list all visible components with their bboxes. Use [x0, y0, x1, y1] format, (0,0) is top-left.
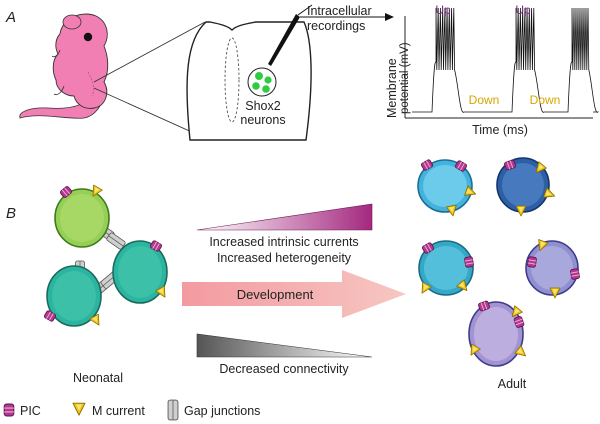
- adult-cells: [417, 157, 581, 367]
- decrease-label: Decreased connectivity: [219, 362, 349, 376]
- adult-cell-3: [417, 240, 475, 297]
- membrane-potential-trace: [404, 7, 599, 119]
- legend-m-current-icon: [72, 402, 86, 416]
- trace-ylabel-line2: potential (mV): [399, 42, 411, 114]
- neonatal-network: [43, 184, 170, 329]
- neonatal-label: Neonatal: [73, 371, 123, 385]
- panel-a-letter: A: [5, 9, 16, 26]
- pic-icon: [569, 267, 581, 281]
- down-label-2: Down: [530, 93, 561, 107]
- pic-icon: [463, 255, 475, 269]
- recording-label-line2: recordings: [307, 19, 365, 33]
- adult-label: Adult: [498, 377, 527, 391]
- adult-cell-2: [496, 157, 557, 217]
- recording-label-line1: Intracellular: [307, 4, 372, 18]
- legend-pic-icon: [3, 403, 15, 417]
- neurons-label-line1: Shox2: [245, 99, 280, 113]
- increase-label-line1: Increased intrinsic currents: [209, 235, 358, 249]
- legend-pic-label: PIC: [20, 404, 41, 418]
- development-arrow: [182, 270, 406, 318]
- adult-cell-1: [417, 158, 478, 218]
- up-label-2: Up: [515, 3, 531, 17]
- electrode-icon: [268, 14, 300, 66]
- legend-m-current-label: M current: [92, 404, 145, 418]
- pic-icon: [526, 255, 538, 269]
- adult-cell-5: [466, 300, 530, 367]
- trace-ylabel-line1: Membrane: [385, 58, 399, 118]
- mouse-pup-icon: [19, 13, 109, 119]
- legend: PIC M current Gap junctions: [3, 399, 260, 421]
- down-label-1: Down: [469, 93, 500, 107]
- neurons-label-line2: neurons: [240, 113, 285, 127]
- shox2-neuron-cluster: [247, 67, 277, 97]
- development-label: Development: [237, 287, 314, 302]
- up-label-1: Up: [435, 3, 451, 17]
- panel-b-letter: B: [6, 205, 16, 222]
- zoom-line-bottom: [93, 87, 206, 139]
- legend-gap-junction-icon: [167, 399, 179, 421]
- decrease-wedge: [196, 333, 373, 358]
- recording-arrow-icon: [385, 13, 394, 21]
- adult-cell-4: [525, 239, 581, 299]
- zoom-line-top: [93, 21, 206, 83]
- increase-label-line2: Increased heterogeneity: [217, 251, 352, 265]
- trace-xlabel: Time (ms): [472, 123, 528, 137]
- increase-wedge: [196, 203, 373, 231]
- legend-gap-junctions-label: Gap junctions: [184, 404, 260, 418]
